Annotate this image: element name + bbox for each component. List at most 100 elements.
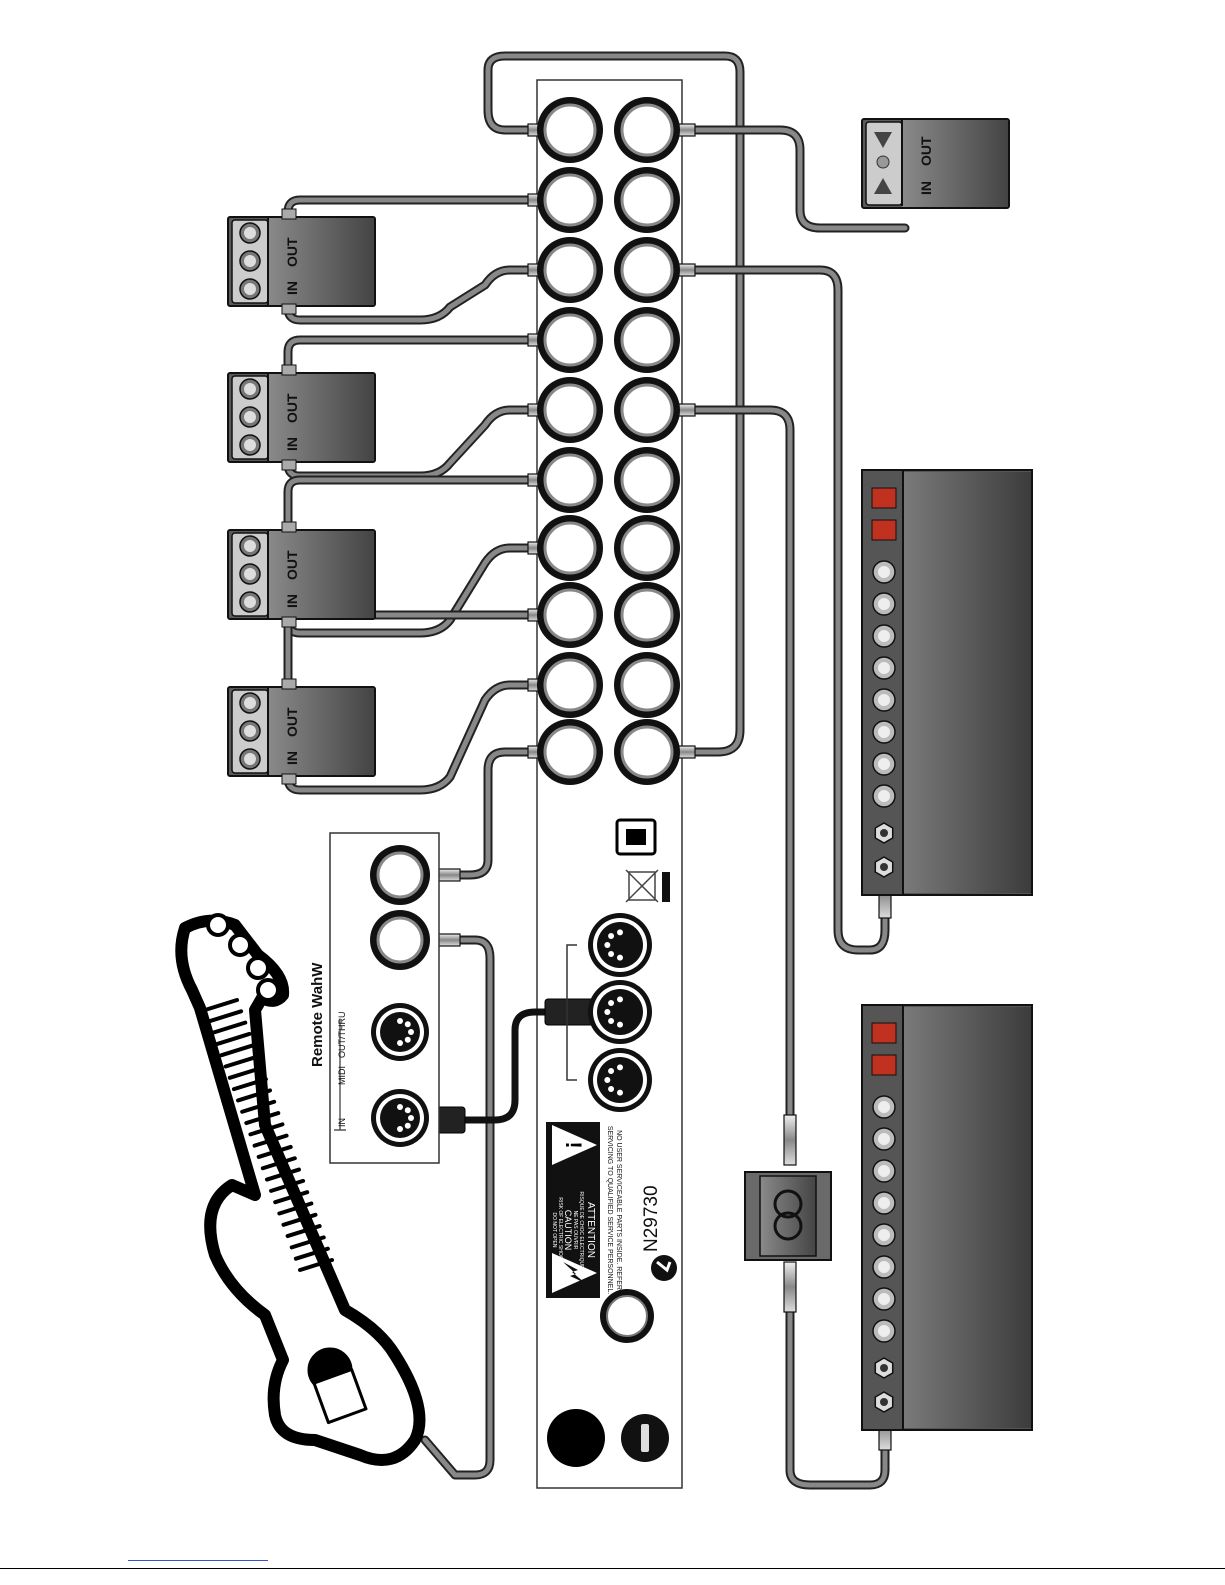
pedal-right-in-label: IN bbox=[918, 181, 934, 195]
warning-text-4: CAUTION bbox=[563, 1210, 573, 1251]
amp-led-indicator bbox=[872, 1023, 896, 1043]
jack-socket[interactable] bbox=[537, 652, 603, 718]
service-text-2: SERVICING TO QUALIFIED SERVICE PERSONNEL… bbox=[606, 1126, 613, 1294]
cable-to-amp-top bbox=[680, 270, 885, 950]
pedal-out-label: OUT bbox=[284, 237, 300, 267]
rack-midi-ports bbox=[588, 913, 652, 1112]
jack-socket[interactable] bbox=[614, 582, 680, 648]
jack-socket[interactable] bbox=[614, 515, 680, 581]
amp-knob[interactable] bbox=[873, 593, 895, 615]
remote-jack-1[interactable] bbox=[370, 845, 430, 905]
pedal-out-label: OUT bbox=[284, 707, 300, 737]
amp-input-jack[interactable] bbox=[875, 823, 892, 843]
remote-midi-out-port[interactable] bbox=[371, 1003, 429, 1061]
remote-title: Remote WahW bbox=[309, 962, 326, 1067]
amp-led-indicator bbox=[872, 488, 896, 508]
amp-knob[interactable] bbox=[873, 1096, 895, 1118]
jack-socket[interactable] bbox=[614, 652, 680, 718]
remote-midi-in-port[interactable] bbox=[371, 1089, 429, 1147]
cable-to-transformer bbox=[680, 410, 790, 1120]
jack-socket[interactable] bbox=[614, 447, 680, 513]
jack-socket[interactable] bbox=[537, 377, 603, 443]
amp-knob[interactable] bbox=[873, 785, 895, 807]
remote-midi-in-label: IN bbox=[337, 1118, 347, 1127]
jack-socket[interactable] bbox=[537, 447, 603, 513]
warning-text-6: DO NOT OPEN bbox=[551, 1213, 557, 1248]
amp-knob[interactable] bbox=[873, 1192, 895, 1214]
warning-label: ! ATTENTION RISQUE DE CHOC ELECTRIQUE NE… bbox=[546, 1122, 600, 1298]
amp-knob[interactable] bbox=[873, 1320, 895, 1342]
midi-din-port[interactable] bbox=[588, 1048, 652, 1112]
jack-socket[interactable] bbox=[614, 719, 680, 785]
footer-rule bbox=[0, 1568, 1225, 1569]
jack-socket[interactable] bbox=[614, 237, 680, 303]
pedal-in-label: IN bbox=[284, 281, 300, 295]
amp-input-jack[interactable] bbox=[875, 1392, 892, 1412]
amp-knob[interactable] bbox=[873, 1256, 895, 1278]
plug-connector bbox=[784, 1115, 796, 1165]
footer-link-underline bbox=[128, 1560, 268, 1561]
plug-connector bbox=[784, 1262, 796, 1312]
amp-knob[interactable] bbox=[873, 1288, 895, 1310]
svg-text:!: ! bbox=[561, 1141, 586, 1148]
midi-din-port[interactable] bbox=[588, 980, 652, 1044]
pedal-left-4[interactable]: OUT IN bbox=[228, 679, 375, 784]
amp-led-indicator bbox=[872, 1055, 896, 1075]
pedal-left-2[interactable]: OUT IN bbox=[228, 365, 375, 470]
pedal-left-3[interactable]: OUT IN bbox=[228, 522, 375, 627]
amp-knob[interactable] bbox=[873, 1224, 895, 1246]
jack-socket[interactable] bbox=[537, 167, 603, 233]
amp-bottom bbox=[862, 1005, 1032, 1430]
amp-knob[interactable] bbox=[873, 625, 895, 647]
usb-port-icon bbox=[617, 820, 655, 854]
ce-mark-icon bbox=[651, 1255, 677, 1281]
jack-socket[interactable] bbox=[537, 237, 603, 303]
midi-din-port[interactable] bbox=[588, 913, 652, 977]
amp-knob[interactable] bbox=[873, 721, 895, 743]
jack-socket[interactable] bbox=[614, 377, 680, 443]
pedal-in-label: IN bbox=[284, 751, 300, 765]
amp-group bbox=[862, 470, 1032, 1430]
cable-pedal-out-2 bbox=[288, 340, 530, 373]
serial-number: N29730 bbox=[641, 1185, 662, 1252]
jack-socket[interactable] bbox=[537, 582, 603, 648]
amp-knob[interactable] bbox=[873, 1128, 895, 1150]
pedal-out-label: OUT bbox=[284, 393, 300, 423]
jack-socket[interactable] bbox=[537, 307, 603, 373]
jack-socket[interactable] bbox=[614, 167, 680, 233]
jack-socket[interactable] bbox=[537, 719, 603, 785]
amp-input-jack[interactable] bbox=[875, 1358, 892, 1378]
pedal-in-label: IN bbox=[284, 594, 300, 608]
cable-pedal-out-3 bbox=[288, 480, 530, 530]
amp-knob[interactable] bbox=[873, 657, 895, 679]
remote-jack-2[interactable] bbox=[370, 910, 430, 970]
pedal-group: OUT IN OUT IN OUT IN OUT IN bbox=[228, 209, 375, 784]
amp-knob[interactable] bbox=[873, 753, 895, 775]
warning-text-1: ATTENTION bbox=[585, 1202, 596, 1258]
amp-input-jack[interactable] bbox=[875, 857, 892, 877]
pedal-in-label: IN bbox=[284, 437, 300, 451]
pedal-right[interactable]: OUT IN bbox=[862, 119, 1009, 208]
amp-knob[interactable] bbox=[873, 689, 895, 711]
remote-midi-out-thru-label: OUT/THRU bbox=[337, 1012, 347, 1059]
isolation-transformer bbox=[745, 1172, 831, 1260]
cable-pedal-out-1 bbox=[288, 200, 530, 217]
power-switch[interactable] bbox=[621, 1414, 669, 1462]
jack-socket[interactable] bbox=[614, 307, 680, 373]
amp-top bbox=[862, 470, 1032, 895]
cable-pedal-out-4 bbox=[288, 615, 530, 687]
amp-knob[interactable] bbox=[873, 1160, 895, 1182]
footswitch-jack bbox=[600, 1289, 654, 1343]
pedal-left-1[interactable]: OUT IN bbox=[228, 209, 375, 314]
amp-led-indicator bbox=[872, 520, 896, 540]
jack-socket[interactable] bbox=[614, 97, 680, 163]
pedal-right-out-label: OUT bbox=[918, 136, 934, 166]
remote-midi-label: MIDI bbox=[337, 1066, 347, 1085]
jack-socket[interactable] bbox=[537, 515, 603, 581]
amp-knob[interactable] bbox=[873, 561, 895, 583]
jack-socket[interactable] bbox=[537, 97, 603, 163]
power-inlet bbox=[547, 1409, 605, 1467]
pedal-out-label: OUT bbox=[284, 550, 300, 580]
service-text-1: NO USER SERVICEABLE PARTS INSIDE. REFER bbox=[615, 1130, 622, 1290]
